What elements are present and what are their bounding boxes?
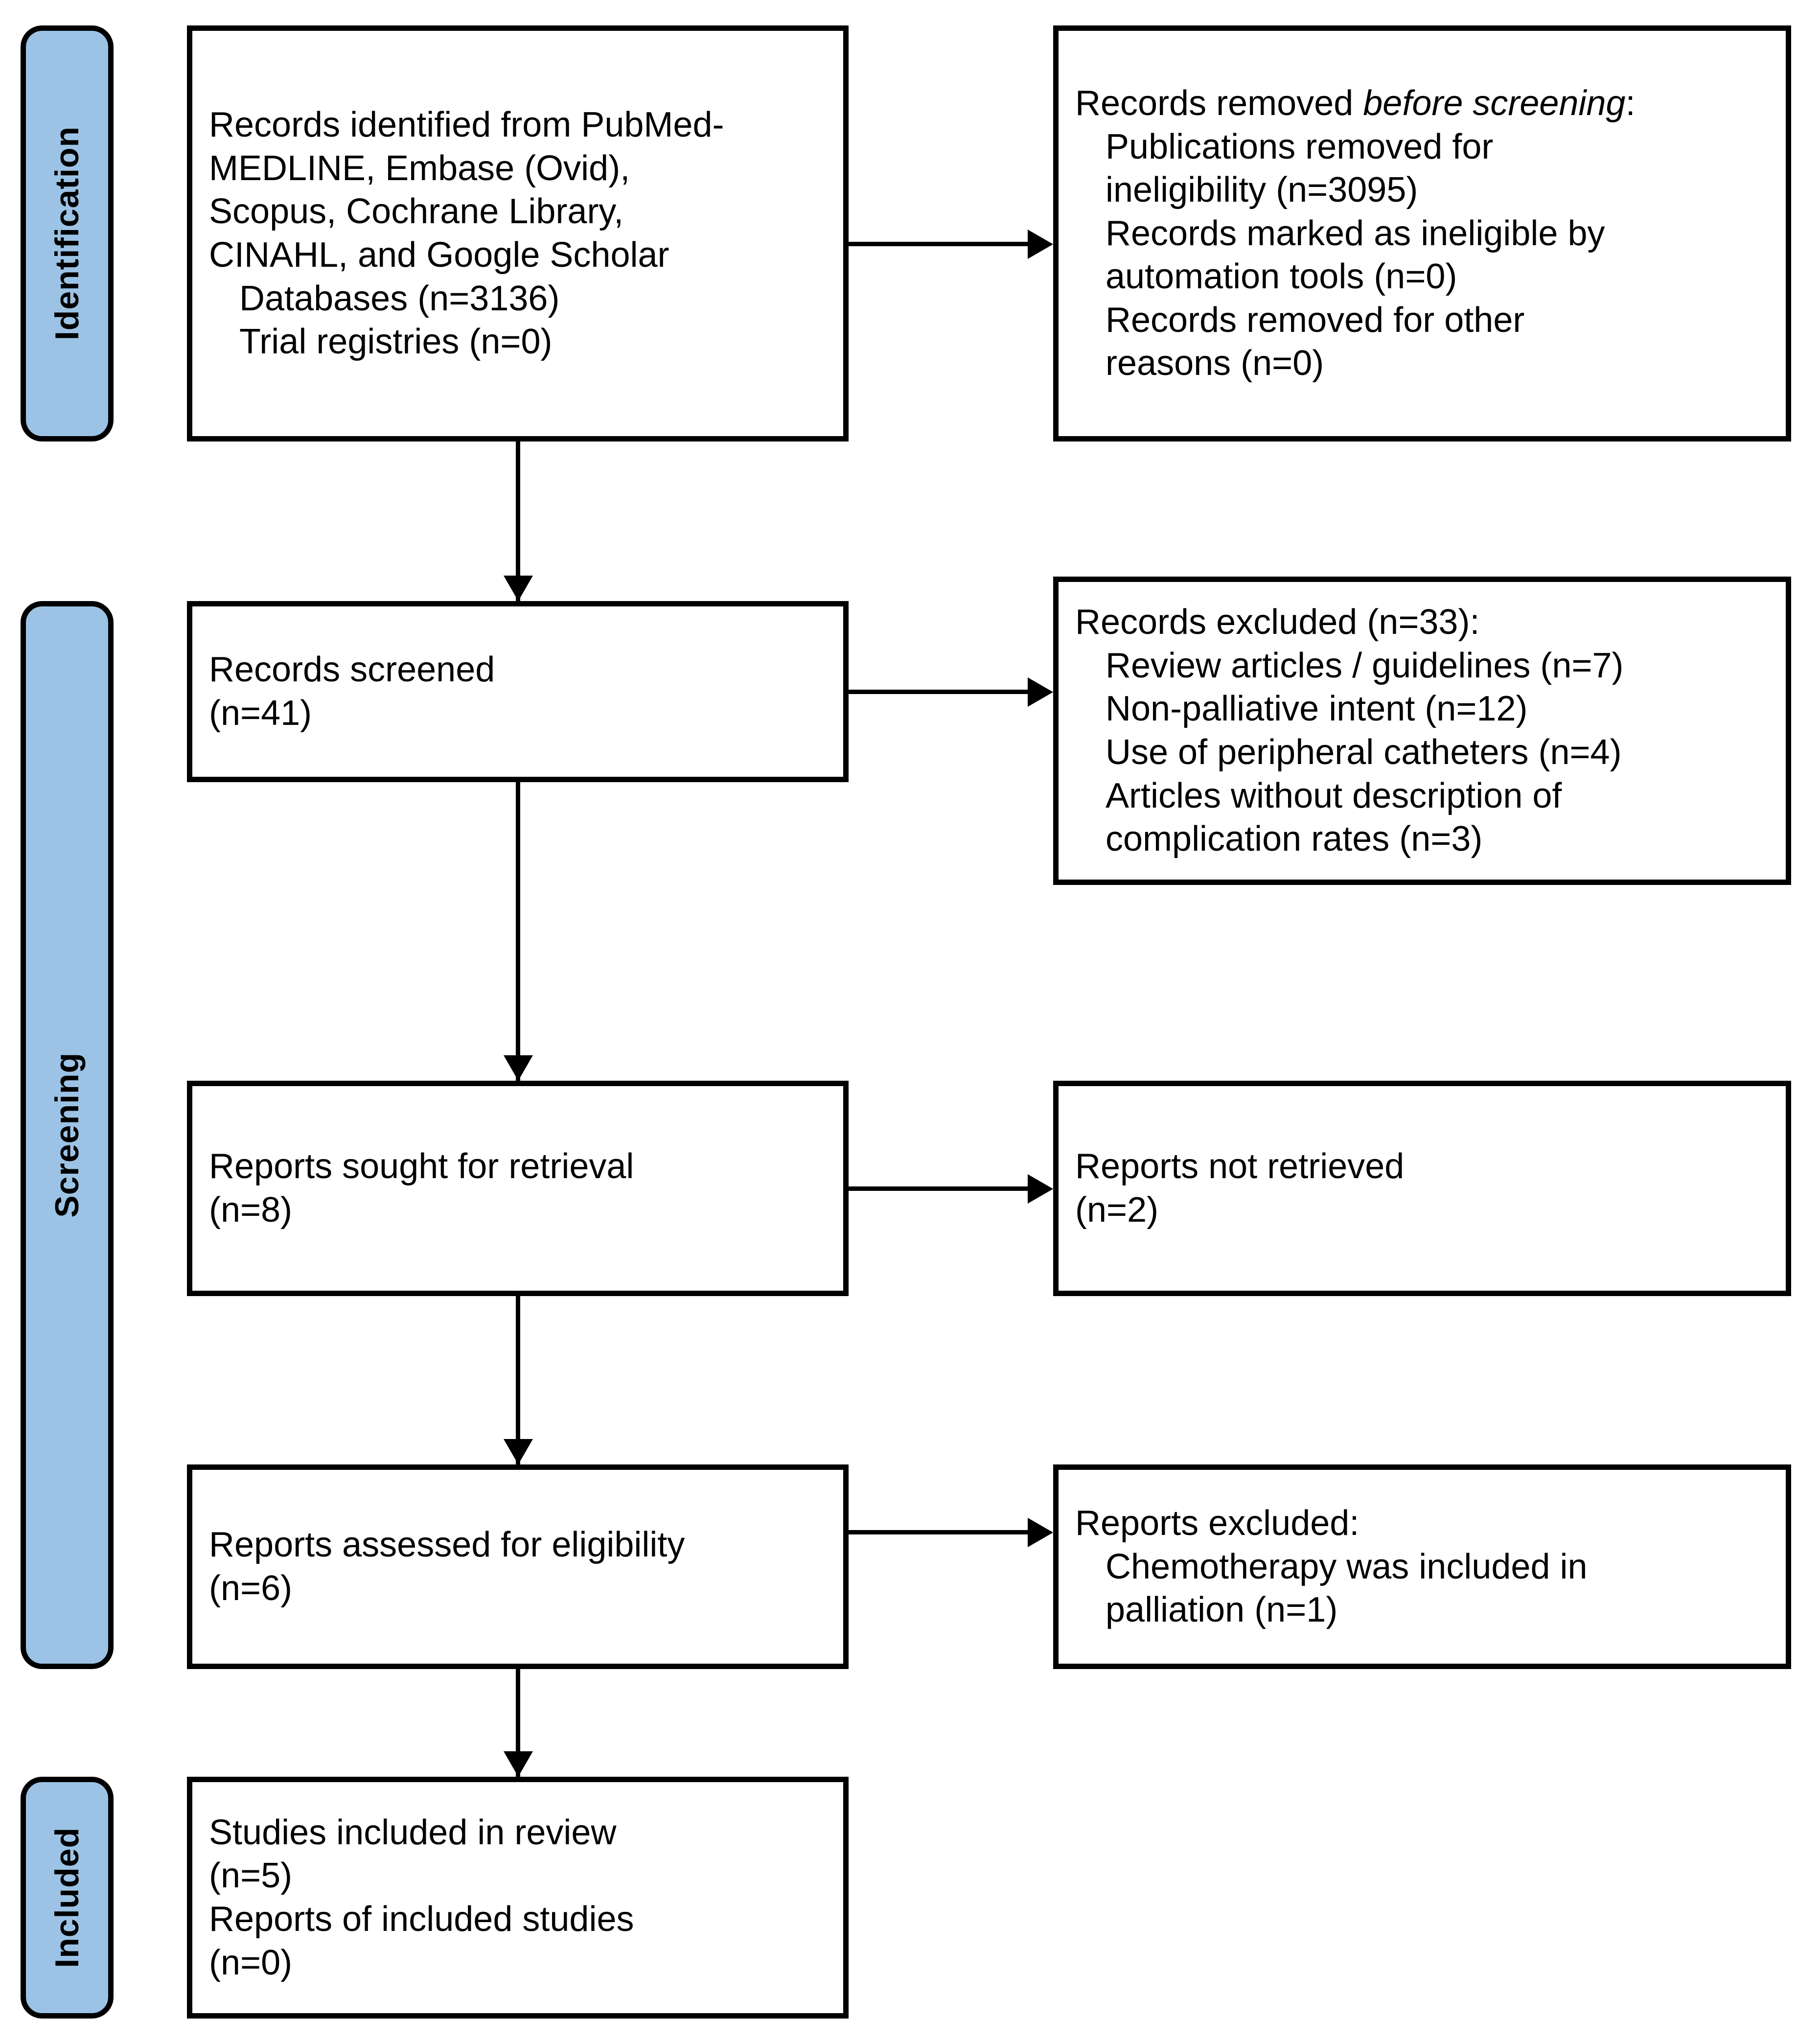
box-line: MEDLINE, Embase (Ovid), (209, 148, 630, 188)
box-line: (n=41) (209, 694, 312, 733)
box-line: Reports of included studies (209, 1900, 634, 1939)
stage-label-identification: Identification (48, 126, 86, 341)
box-reports-not-retrieved: Reports not retrieved (n=2) (1053, 1081, 1791, 1296)
box-line-heading: Records removed before screening: (1075, 82, 1769, 125)
arrowhead-down-row1 (504, 576, 533, 601)
arrowhead-down-row3 (504, 1439, 533, 1464)
box-studies-included-in-review: Studies included in review (n=5) Reports… (187, 1777, 849, 2019)
box-line: (n=0) (209, 1943, 293, 1982)
box-line: ineligibility (n=3095) (1106, 170, 1418, 210)
stage-pill-included: Included (21, 1777, 114, 2019)
arrowhead-right-row4 (1028, 1518, 1053, 1547)
box-line: CINAHL, and Google Scholar (209, 235, 669, 275)
arrowhead-down-row4 (504, 1751, 533, 1777)
box-line: (n=6) (209, 1569, 293, 1608)
connector-sought-to-assessed (516, 1296, 520, 1464)
stage-pill-identification: Identification (21, 25, 114, 441)
box-line: Trial registries (n=0) (239, 322, 553, 362)
box-line: Non-palliative intent (n=12) (1106, 689, 1528, 729)
box-line: Scopus, Cochrane Library, (209, 192, 624, 232)
box-line: Articles without description of (1106, 776, 1562, 815)
heading-prefix: Records removed (1075, 84, 1363, 123)
box-line: Reports not retrieved (1075, 1147, 1405, 1186)
box-records-identified: Records identified from PubMed- MEDLINE,… (187, 25, 849, 441)
box-line: Records marked as ineligible by (1106, 213, 1605, 253)
box-line: Records excluded (n=33): (1075, 603, 1480, 642)
arrowhead-right-row3 (1028, 1174, 1053, 1204)
box-line: Reports excluded: (1075, 1504, 1359, 1543)
stage-pill-screening: Screening (21, 601, 114, 1669)
box-records-removed-before-screening: Records removed before screening: Public… (1053, 25, 1791, 441)
box-reports-assessed-for-eligibility: Reports assessed for eligibility (n=6) (187, 1464, 849, 1669)
box-line: Studies included in review (209, 1812, 617, 1852)
box-records-excluded: Records excluded (n=33): Review articles… (1053, 577, 1791, 885)
box-line: automation tools (n=0) (1106, 257, 1457, 297)
box-line: palliation (n=1) (1106, 1590, 1338, 1630)
box-line: Use of peripheral catheters (n=4) (1106, 733, 1622, 772)
connector-identified-to-removed (849, 242, 1031, 246)
heading-suffix: : (1625, 84, 1636, 123)
box-line: Review articles / guidelines (n=7) (1106, 646, 1624, 685)
box-line: (n=5) (209, 1856, 293, 1896)
box-line: Records removed for other (1106, 300, 1525, 340)
connector-assessed-to-included (516, 1669, 520, 1802)
stage-label-screening: Screening (48, 1052, 86, 1218)
box-line: Reports sought for retrieval (209, 1147, 634, 1186)
box-reports-excluded: Reports excluded: Chemotherapy was inclu… (1053, 1464, 1791, 1669)
stage-label-included: Included (48, 1827, 86, 1968)
box-line: reasons (n=0) (1106, 344, 1324, 383)
connector-identified-to-screened (516, 441, 520, 601)
box-line: complication rates (n=3) (1106, 819, 1483, 859)
arrowhead-down-row2 (504, 1055, 533, 1081)
box-line: Reports assessed for eligibility (209, 1525, 685, 1565)
connector-screened-to-sought (516, 782, 520, 1081)
arrowhead-right-row1 (1028, 230, 1053, 259)
connector-screened-to-excluded (849, 690, 1031, 694)
box-line: (n=8) (209, 1190, 293, 1230)
connector-sought-to-not-retrieved (849, 1186, 1031, 1191)
box-line: Databases (n=3136) (239, 279, 560, 318)
box-line: (n=2) (1075, 1190, 1159, 1230)
arrowhead-right-row2 (1028, 677, 1053, 707)
box-line: Chemotherapy was included in (1106, 1547, 1588, 1586)
heading-italic: before screening (1363, 84, 1626, 123)
box-line: Records identified from PubMed- (209, 105, 724, 145)
box-line: Records screened (209, 650, 495, 690)
box-records-screened: Records screened (n=41) (187, 601, 849, 782)
box-line: Publications removed for (1106, 127, 1494, 166)
box-reports-sought-for-retrieval: Reports sought for retrieval (n=8) (187, 1081, 849, 1296)
connector-assessed-to-reports-excluded (849, 1530, 1031, 1534)
